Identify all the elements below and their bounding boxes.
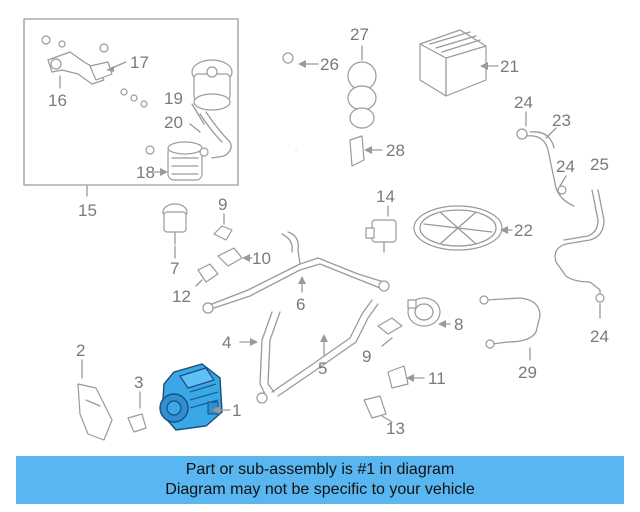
valve-part [191,59,233,111]
callout-4: 4 [222,333,231,352]
callout-6: 6 [296,295,305,314]
callout-24-top: 24 [514,93,533,112]
inset-box [23,18,239,186]
callout-19: 19 [164,89,183,108]
filter-part [145,141,209,181]
air-pump-highlighted-part [159,363,223,431]
callout-20: 20 [164,113,183,132]
callout-23: 23 [552,111,571,130]
callout-7: 7 [170,259,179,278]
callout-11: 11 [428,369,446,388]
callout-21: 21 [500,57,519,76]
info-banner: Part or sub-assembly is #1 in diagram Di… [16,456,624,504]
gasket-disc-part [413,205,503,251]
valve-8-part [407,297,441,327]
control-box-part [419,29,487,97]
callout-1: 1 [232,401,241,420]
callout-27: 27 [350,25,369,44]
callout-15: 15 [78,201,97,220]
callout-12: 12 [172,287,191,306]
callout-16: 16 [48,91,67,110]
callout-13: 13 [386,419,405,438]
callout-2: 2 [76,341,85,360]
callout-10: 10 [252,249,271,268]
bellows-part [347,61,377,129]
callout-14: 14 [376,187,395,206]
callout-18: 18 [136,163,155,182]
callout-24-bottom: 24 [590,327,609,346]
banner-line-1: Part or sub-assembly is #1 in diagram [185,461,455,478]
callout-5: 5 [318,359,327,378]
callout-22: 22 [514,221,533,240]
egr-valve-part [162,203,188,245]
banner-line-2: Diagram may not be specific to your vehi… [165,481,475,498]
callout-24-middle: 24 [556,157,575,176]
callout-3: 3 [134,373,143,392]
callout-8: 8 [454,315,463,334]
sensor-part [365,219,397,253]
callout-29: 29 [518,363,537,382]
callout-28: 28 [386,141,405,160]
callout-25: 25 [590,155,609,174]
callout-9-lower: 9 [362,347,371,366]
bracket-part [41,35,148,108]
callout-17: 17 [130,53,149,72]
parts-diagram: 1 2 3 4 5 6 7 8 9 9 10 11 12 13 14 15 16… [23,18,609,441]
callout-26: 26 [320,55,339,74]
callout-9-upper: 9 [218,195,227,214]
